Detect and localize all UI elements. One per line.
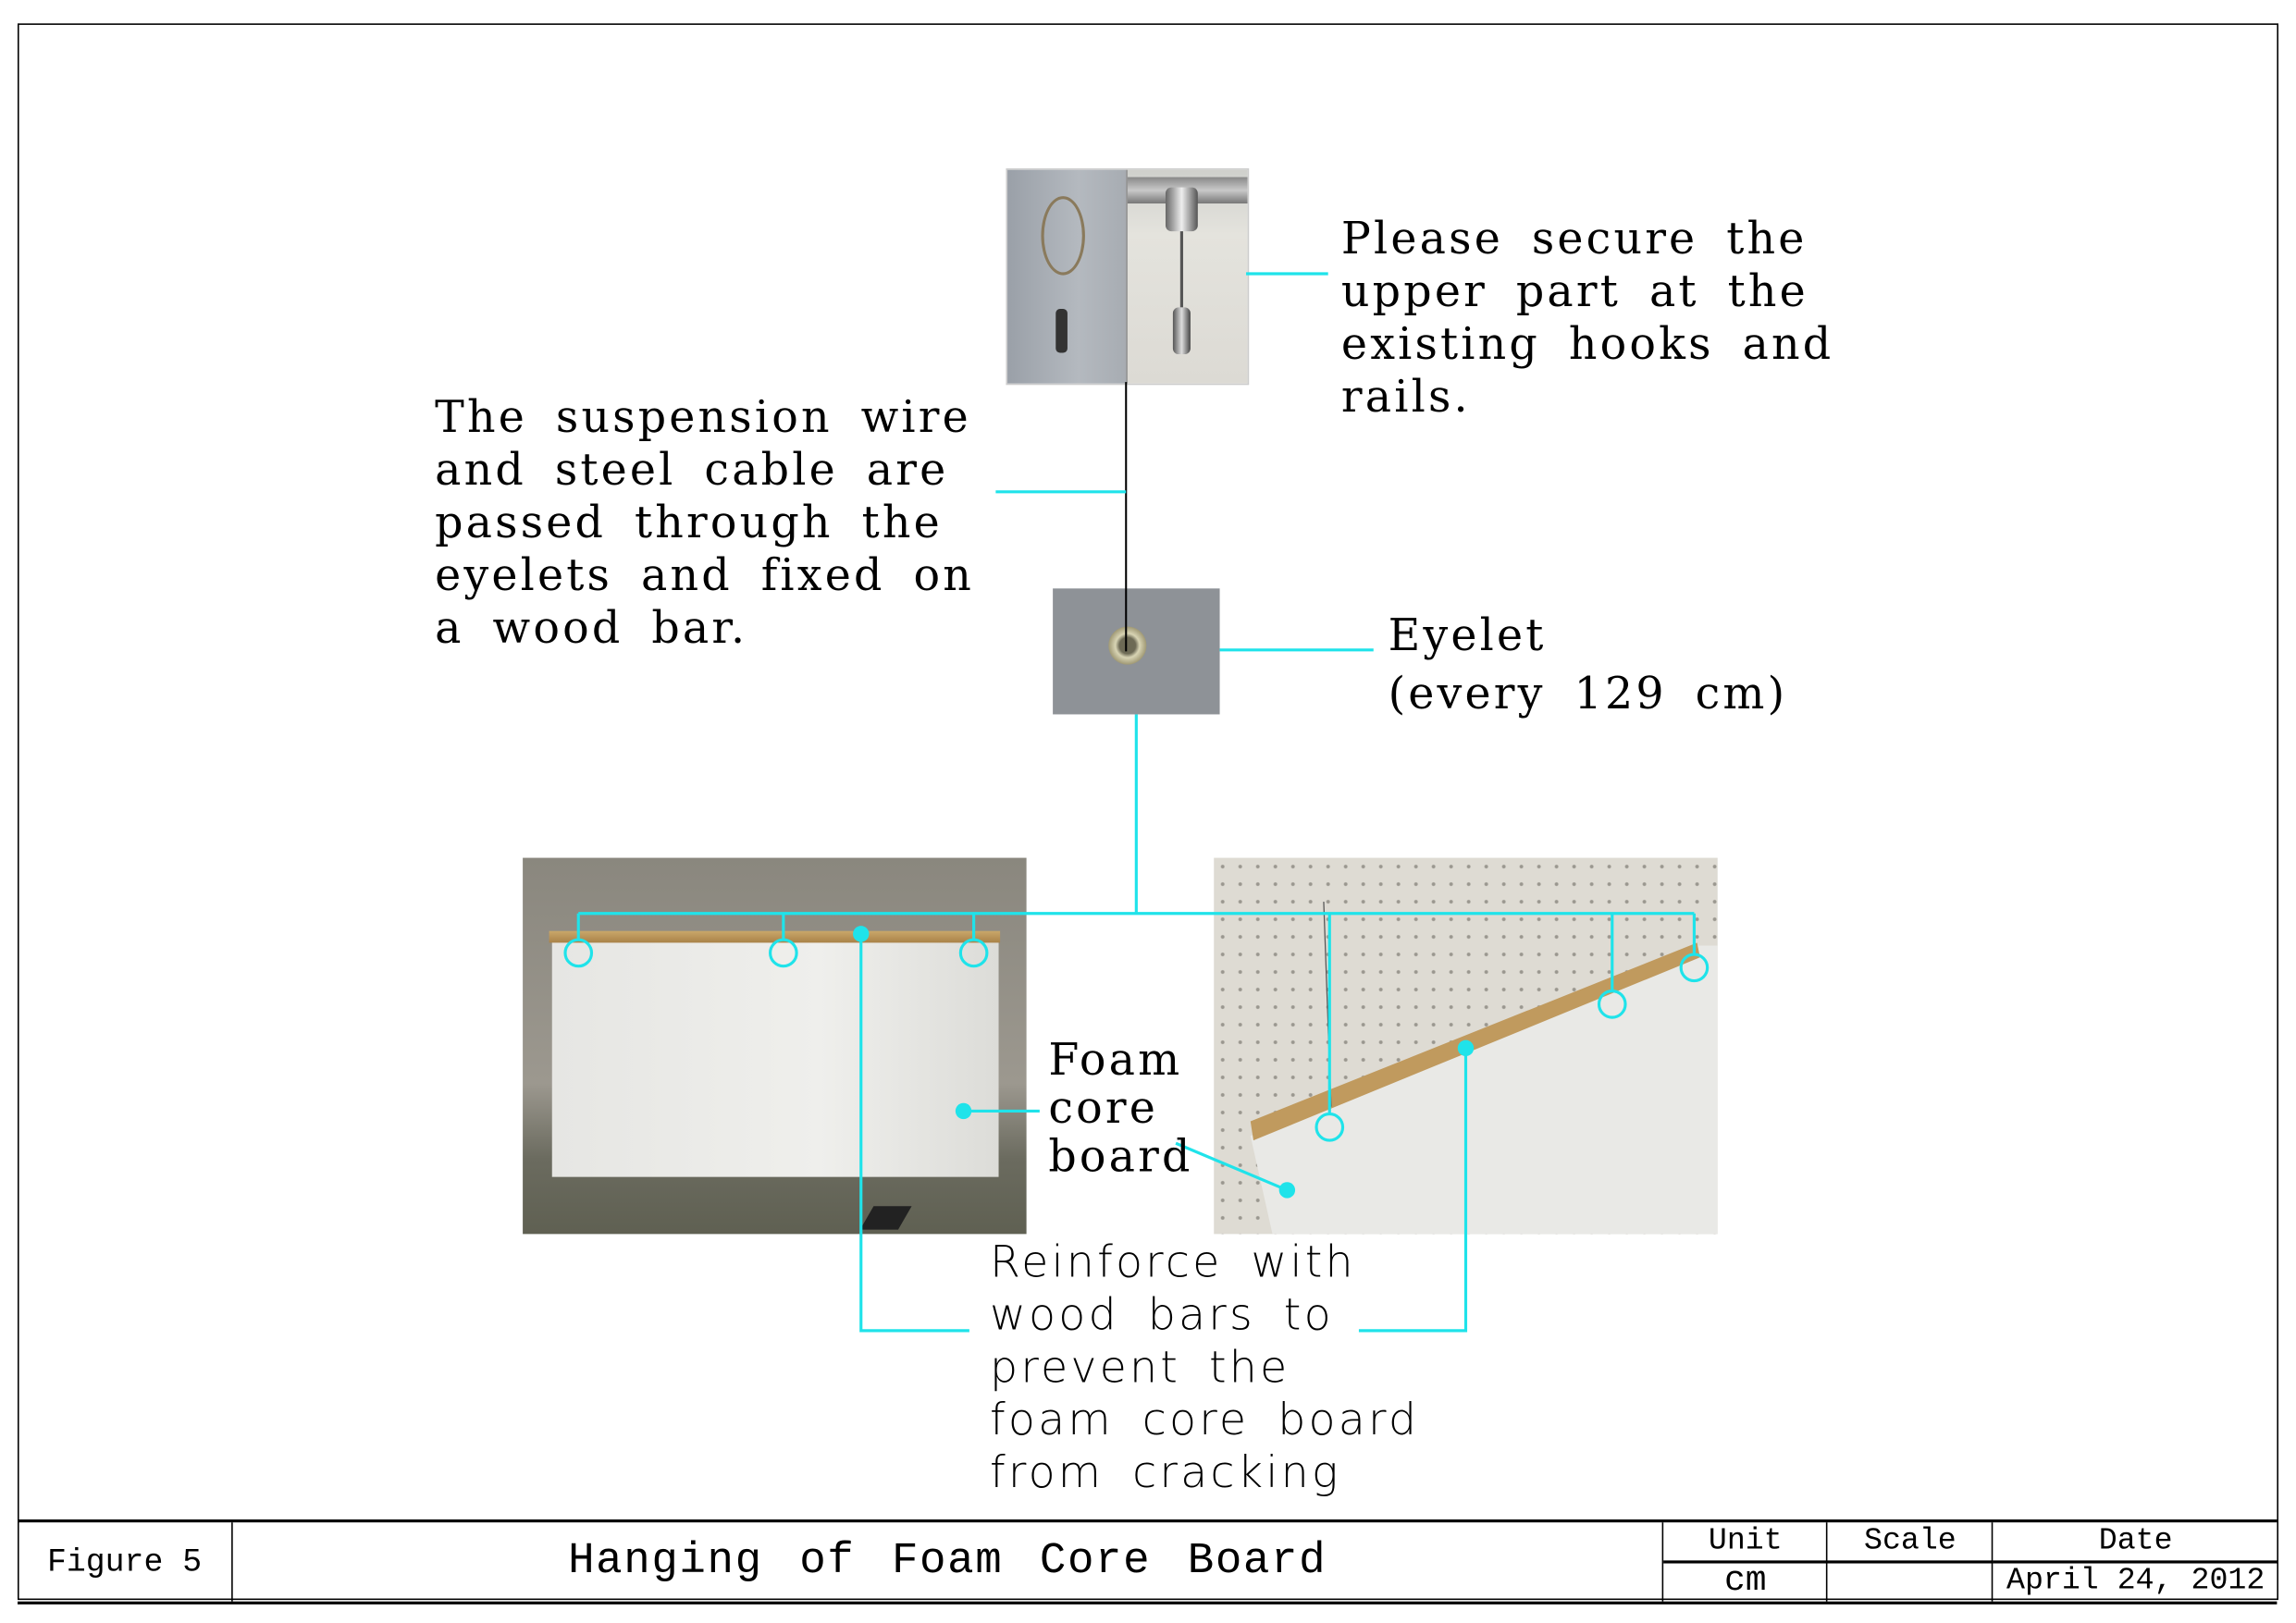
callout-line: upper part at the bbox=[1340, 266, 1808, 318]
callout-line: rails. bbox=[1340, 372, 1471, 424]
callout-line: and steel cable are bbox=[435, 445, 949, 497]
callout-line: existing hooks and bbox=[1340, 319, 1834, 371]
callout-line: Please secure the bbox=[1340, 214, 1808, 265]
callout-line: prevent the bbox=[990, 1342, 1290, 1394]
callout-line: Reinforce with bbox=[990, 1236, 1356, 1288]
eyelet-callout: Eyelet (every 129 cm) bbox=[1389, 608, 1788, 725]
callout-line: passed through the bbox=[435, 498, 943, 549]
hooks-callout: Please secure the upper part at the exis… bbox=[1341, 214, 1833, 424]
unit-label: Unit bbox=[1663, 1522, 1828, 1564]
hook-photo bbox=[1006, 168, 1250, 386]
eyelet-marker bbox=[1597, 990, 1627, 1019]
reinforce-callout: Reinforce with wood bars to prevent the … bbox=[990, 1237, 1419, 1501]
date-label: Date bbox=[1993, 1522, 2278, 1564]
callout-line: Eyelet bbox=[1388, 610, 1547, 662]
wire-callout: The suspension wire and steel cable are … bbox=[435, 392, 974, 656]
eyelet-marker bbox=[769, 938, 798, 968]
sheet-border bbox=[17, 23, 2278, 1601]
callout-line: eyelets and fixed on bbox=[435, 550, 974, 602]
callout-line: wood bars to bbox=[990, 1289, 1334, 1341]
callout-line: board bbox=[1048, 1131, 1193, 1183]
title-block: Figure 5 Hanging of Foam Core Board Unit… bbox=[17, 1519, 2278, 1605]
callout-line: Foam bbox=[1048, 1035, 1183, 1087]
eyelet-marker bbox=[1315, 1113, 1345, 1142]
drawing-title: Hanging of Foam Core Board bbox=[231, 1522, 1661, 1602]
callout-line: (every 129 cm) bbox=[1388, 669, 1788, 720]
figure-number: Figure 5 bbox=[46, 1543, 203, 1580]
callout-line: foam core board bbox=[990, 1395, 1420, 1446]
callout-line: The suspension wire bbox=[435, 392, 971, 444]
eyelet-marker bbox=[563, 938, 594, 968]
foam-board-photo-front bbox=[523, 857, 1027, 1235]
date-cell: Date April 24, 2012 bbox=[1991, 1522, 2278, 1602]
callout-line: a wood bar. bbox=[435, 603, 748, 655]
callout-line: core bbox=[1048, 1083, 1159, 1135]
scale-cell: Scale bbox=[1825, 1522, 1994, 1602]
scale-label: Scale bbox=[1827, 1522, 1994, 1564]
eyelet-photo bbox=[1053, 588, 1220, 715]
unit-value: cm bbox=[1724, 1561, 1767, 1601]
eyelet-marker bbox=[1679, 953, 1710, 983]
foam-board-photo-angled bbox=[1214, 857, 1718, 1235]
foam-callout: Foam core board bbox=[1048, 1037, 1192, 1182]
date-value: April 24, 2012 bbox=[2006, 1564, 2265, 1598]
eyelet-marker bbox=[958, 938, 989, 968]
unit-cell: Unit cm bbox=[1661, 1522, 1828, 1602]
callout-line: from cracking bbox=[990, 1447, 1341, 1499]
scale-value bbox=[1827, 1562, 1993, 1600]
